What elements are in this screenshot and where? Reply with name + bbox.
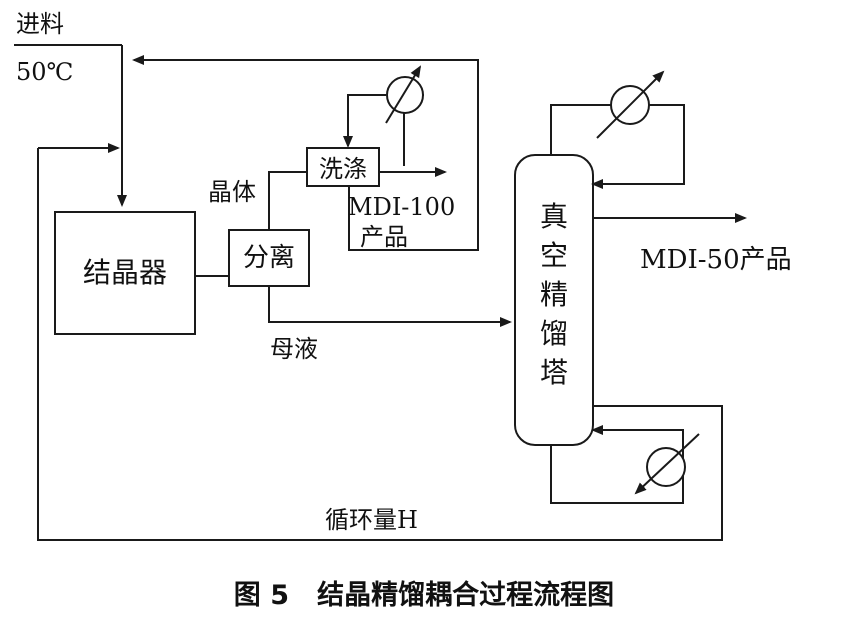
column-label-5: 塔 [540,356,568,389]
condenser-loop [550,104,685,189]
mdi100-label-line2: 产品 [360,223,408,251]
figure-caption: 图 5 结晶精馏耦合过程流程图 [234,579,614,611]
reboiler-loop [550,425,684,504]
recycle-line [37,143,723,541]
crystallizer-box [54,211,196,335]
mdi100-label-line1: MDI-100 [348,193,455,221]
washer-box [306,147,380,187]
feed-temp-label: 50℃ [16,58,73,86]
mdi50-label: MDI-50产品 [640,245,792,275]
column-label-1: 真 [540,200,568,233]
washer-heat-exchanger-icon [385,65,424,124]
feed-line [14,44,127,207]
condenser-icon [596,70,665,139]
crystal-label: 晶体 [208,178,256,206]
reboiler-icon [634,433,700,495]
separator-label: 分离 [243,243,295,273]
mother-liquor-label: 母液 [270,335,318,363]
recycle-label: 循环量H [325,506,418,534]
crystal-stream [268,171,307,230]
column-label-4: 馏 [540,317,568,350]
washer-label: 洗涤 [319,155,367,183]
wash-recycle-line [132,55,479,251]
mother-liquor-stream [268,286,512,327]
feed-label: 进料 [16,10,64,38]
distillation-column [514,154,594,446]
separator-box [228,229,310,287]
crystallizer-label: 结晶器 [83,256,167,289]
column-label-2: 空 [540,239,568,272]
column-label-3: 精 [540,278,568,311]
